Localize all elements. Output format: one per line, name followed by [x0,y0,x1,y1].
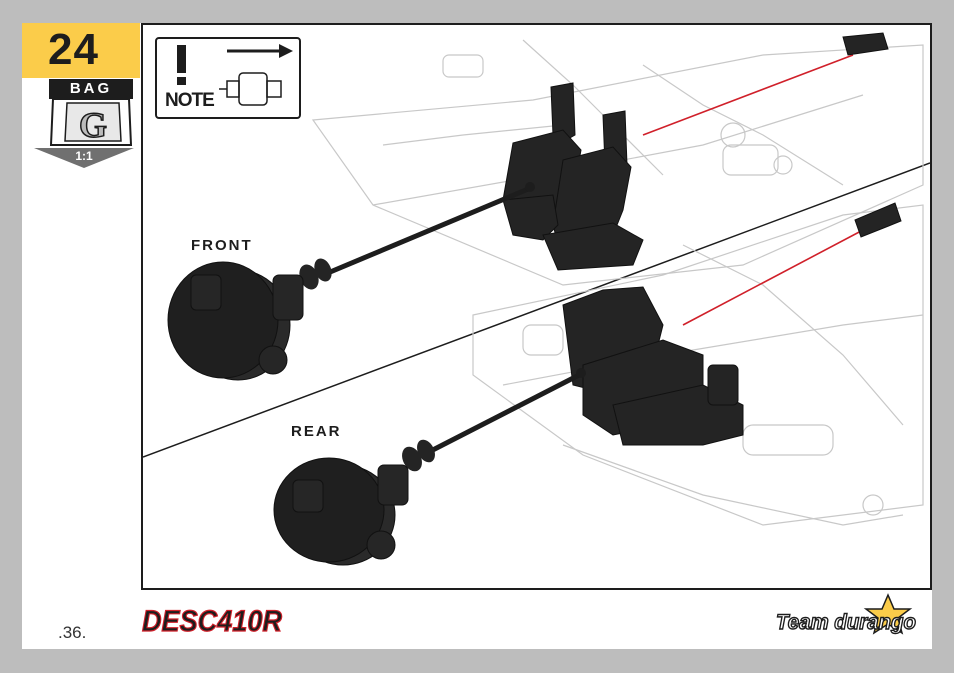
rear-drive-shaft [423,373,583,455]
rear-differential [274,458,408,565]
front-label: FRONT [191,237,253,254]
brand-logo-text: Team durango [776,611,916,634]
page-number: .36. [58,623,86,643]
front-differential [168,262,303,380]
rear-shaft-cup [855,203,901,237]
step-tab: 24 [22,23,140,78]
bag-label: BAG [49,79,133,99]
exclamation-icon [177,45,186,73]
bag-indicator: BAG G [49,79,133,152]
front-shaft-cup [843,33,888,55]
product-logo: DESC410R [140,597,290,639]
bag-letter: G [79,105,107,145]
scale-badge: 1:1 [34,148,134,168]
instruction-frame: NOTE FRONT REAR [141,23,932,590]
front-hub-carrier [503,83,643,270]
note-box: NOTE [155,37,301,119]
product-logo-text: DESC410R [142,605,282,638]
manual-page: 24 BAG G 1:1 [22,23,932,649]
rear-hub-carrier [563,287,743,445]
step-number: 24 [48,25,138,75]
scale-text: 1:1 [34,149,134,163]
note-label: NOTE [165,90,214,112]
front-drive-shaft [323,187,533,275]
rear-label: REAR [291,423,342,440]
differential-icon [219,73,281,105]
bag-icon: G [49,99,133,147]
brand-logo: Team durango [768,593,928,645]
